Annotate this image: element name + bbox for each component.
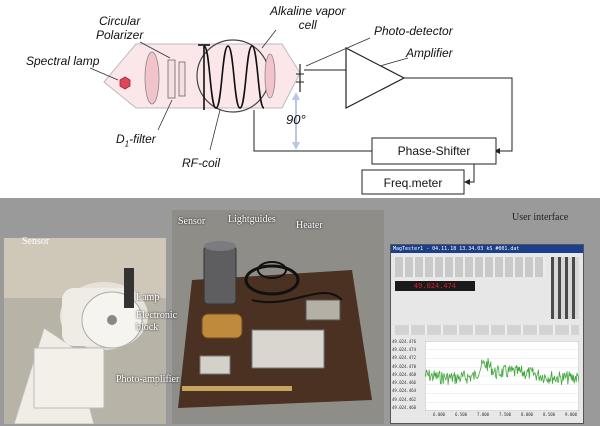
- alkaline-cell-label: Alkaline vapor cell: [270, 4, 346, 32]
- ui-ytick: 49.024.464: [392, 388, 417, 394]
- arrow-to-freqmeter: [464, 179, 470, 185]
- freq-meter-label: Freq.meter: [383, 176, 443, 190]
- d1-filter-subscript: 1: [124, 139, 130, 149]
- leader-detector: [305, 37, 371, 67]
- wire-to-freqmeter: [470, 164, 475, 183]
- angle-arrowhead-down: [292, 142, 300, 150]
- ui-title-bar: MagTester1 - 04.11.18 13.34.03 kS #001.d…: [391, 245, 583, 253]
- d1-filter-label: D1-filter: [116, 132, 156, 148]
- d1-filter-suffix: -filter: [129, 132, 156, 146]
- focusing-lens: [264, 53, 276, 99]
- ui-xtick: 9.000: [565, 412, 578, 417]
- arrow-to-phase: [494, 148, 500, 154]
- ui-plot-xticks: 6.000 6.500 7.000 7.500 8.000 8.500 9.000: [425, 412, 579, 420]
- leader-coil: [209, 109, 221, 151]
- photo-amplifier-label: Photo-amplifier: [116, 374, 180, 385]
- lightguides-label: Lightguides: [228, 214, 276, 225]
- amplifier-label: Amplifier: [406, 46, 453, 60]
- ui-xtick: 6.000: [433, 412, 446, 417]
- sensor-mid-label: Sensor: [178, 216, 206, 227]
- schematic-diagram: [89, 29, 513, 195]
- ui-ytick: 49.024.470: [392, 363, 417, 369]
- wire-amp-output: [404, 77, 513, 152]
- ui-xtick: 8.500: [543, 412, 556, 417]
- ui-ytick: 49.024.472: [392, 355, 417, 361]
- ui-ytick: 49.024.476: [392, 339, 417, 344]
- spectral-lamp: [119, 76, 131, 90]
- photo-panel: Sensor Sensor Lightguides Heater Lamp El…: [0, 198, 600, 426]
- circular-polarizer-label: Circular Polarizer: [96, 14, 144, 42]
- equipment-photo: [172, 210, 384, 424]
- leader-cell: [261, 29, 277, 49]
- sensor-left-label: Sensor: [22, 236, 50, 247]
- ui-plot-trace: [425, 358, 579, 385]
- user-interface-label: User interface: [512, 212, 569, 223]
- leader-polarizer: [139, 41, 171, 59]
- ui-xtick: 6.500: [455, 412, 468, 417]
- ui-plot-yticks: 49.024.476 49.024.474 49.024.472 49.024.470…: [392, 339, 424, 413]
- phase-angle-label: 90°: [286, 112, 306, 127]
- ui-ytick: 49.024.460: [392, 404, 417, 410]
- ui-plot: [425, 341, 579, 411]
- ui-ytick: 49.024.466: [392, 380, 417, 386]
- leader-amplifier: [379, 57, 409, 67]
- ui-xtick: 8.000: [521, 412, 534, 417]
- ui-ytick: 49.024.462: [392, 396, 417, 402]
- ui-controls: [395, 257, 545, 277]
- ui-readout: 49.024.474: [395, 281, 475, 291]
- heater-label: Heater: [296, 220, 323, 231]
- ui-xtick: 7.000: [477, 412, 490, 417]
- user-interface-window: MagTester1 - 04.11.18 13.34.03 kS #001.d…: [390, 244, 584, 424]
- polarizer-plate: [178, 61, 186, 97]
- phase-shifter-label: Phase-Shifter: [397, 144, 471, 158]
- d1-filter-plate: [167, 59, 176, 99]
- lamp-label: Lamp: [136, 292, 160, 303]
- rf-coil: [203, 45, 265, 110]
- ui-ytick: 49.024.474: [392, 347, 417, 353]
- leader-lamp: [89, 67, 119, 81]
- electronic-block-label-1: Electronic: [136, 310, 178, 321]
- collimating-lens: [144, 51, 160, 105]
- rf-coil-label: RF-coil: [182, 156, 220, 170]
- ui-xtick: 7.500: [499, 412, 512, 417]
- amplifier: [345, 47, 406, 109]
- freq-meter-box: [361, 169, 465, 195]
- angle-arrowhead-up: [292, 92, 300, 100]
- wire-phase-to-coil: [253, 110, 372, 152]
- d1-filter-letter: D: [116, 132, 125, 146]
- ui-side-meters: [551, 257, 579, 319]
- photo-detector-label: Photo-detector: [374, 24, 453, 38]
- spectral-lamp-label: Spectral lamp: [26, 54, 100, 68]
- ui-ytick: 49.024.468: [392, 371, 417, 377]
- leader-filter: [157, 99, 173, 131]
- ui-buttons-row: [395, 325, 579, 335]
- sensor-photo: [4, 238, 166, 424]
- electronic-block-label-2: block: [136, 322, 159, 333]
